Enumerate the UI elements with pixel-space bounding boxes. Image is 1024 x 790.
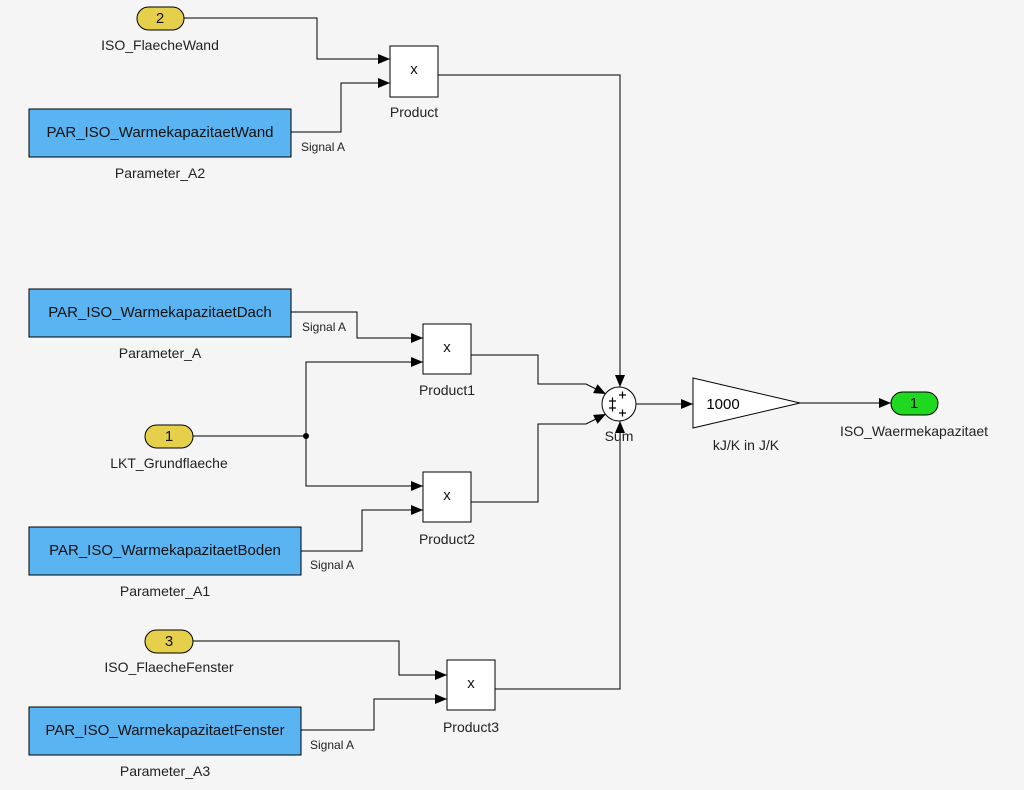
parameter-a1[interactable]: PAR_ISO_WarmekapazitaetBoden Parameter_A… — [28, 526, 354, 599]
line-inport2-product[interactable] — [184, 17, 390, 64]
parameter-value: PAR_ISO_WarmekapazitaetDach — [48, 304, 271, 321]
signal-lines — [184, 17, 891, 731]
signal-label: Signal A — [301, 140, 345, 154]
outport-label: ISO_Waermekapazitaet — [840, 423, 988, 439]
product-label: Product3 — [443, 719, 499, 735]
signal-label: Signal A — [302, 320, 346, 334]
inport-number: 3 — [165, 633, 173, 650]
outport-1[interactable]: 1 ISO_Waermekapazitaet — [840, 391, 988, 439]
sum-block[interactable]: Sum — [601, 386, 637, 444]
inport-label: LKT_Grundflaeche — [110, 455, 228, 471]
sum-label: Sum — [605, 428, 634, 444]
product-block[interactable]: x Product — [389, 45, 439, 120]
parameter-label: Parameter_A3 — [120, 763, 210, 779]
product-label: Product — [390, 104, 438, 120]
line-paramA3-product3[interactable] — [301, 694, 447, 731]
line-paramA2-product[interactable] — [291, 78, 390, 133]
inport-3[interactable]: 3 ISO_FlaecheFenster — [104, 629, 234, 675]
line-product-sum[interactable] — [438, 74, 625, 387]
parameter-value: PAR_ISO_WarmekapazitaetBoden — [49, 542, 281, 559]
product-symbol: x — [467, 675, 475, 692]
product3-block[interactable]: x Product3 — [443, 659, 499, 735]
gain-label: kJ/K in J/K — [713, 437, 780, 453]
inport-number: 2 — [156, 10, 164, 27]
product-symbol: x — [443, 339, 451, 356]
parameter-label: Parameter_A — [119, 345, 202, 361]
line-inport3-product3[interactable] — [193, 640, 447, 680]
signal-label: Signal A — [310, 558, 354, 572]
product1-block[interactable]: x Product1 — [419, 323, 475, 398]
parameter-value: PAR_ISO_WarmekapazitaetFenster — [45, 722, 284, 739]
inport-label: ISO_FlaecheWand — [101, 37, 219, 53]
inport-number: 1 — [165, 428, 173, 445]
inport-2[interactable]: 2 ISO_FlaecheWand — [101, 6, 219, 53]
parameter-value: PAR_ISO_WarmekapazitaetWand — [46, 124, 273, 141]
line-paramA-product1[interactable] — [291, 311, 423, 343]
product2-block[interactable]: x Product2 — [419, 471, 475, 547]
parameter-label: Parameter_A1 — [120, 583, 210, 599]
gain-value: 1000 — [706, 396, 739, 413]
branch-point — [303, 433, 309, 439]
inport-1[interactable]: 1 LKT_Grundflaeche — [110, 424, 228, 471]
product-label: Product2 — [419, 531, 475, 547]
line-product1-sum[interactable] — [471, 354, 607, 395]
parameter-a[interactable]: PAR_ISO_WarmekapazitaetDach Parameter_A … — [28, 288, 346, 361]
line-inport1-product1[interactable] — [193, 357, 423, 437]
parameter-label: Parameter_A2 — [115, 165, 205, 181]
product-symbol: x — [410, 61, 418, 78]
inport-label: ISO_FlaecheFenster — [104, 659, 234, 675]
outport-number: 1 — [910, 395, 918, 412]
line-product2-sum[interactable] — [471, 413, 607, 503]
parameter-a2[interactable]: PAR_ISO_WarmekapazitaetWand Parameter_A2… — [28, 108, 345, 181]
line-inport1-product2[interactable] — [305, 436, 423, 491]
product-symbol: x — [443, 487, 451, 504]
product-label: Product1 — [419, 382, 475, 398]
signal-label: Signal A — [310, 738, 354, 752]
line-product3-sum[interactable] — [495, 421, 625, 690]
sum-signs-icon — [609, 391, 626, 417]
line-paramA1-product2[interactable] — [301, 505, 423, 552]
parameter-a3[interactable]: PAR_ISO_WarmekapazitaetFenster Parameter… — [28, 706, 354, 779]
gain-block[interactable]: 1000 kJ/K in J/K — [692, 377, 801, 453]
